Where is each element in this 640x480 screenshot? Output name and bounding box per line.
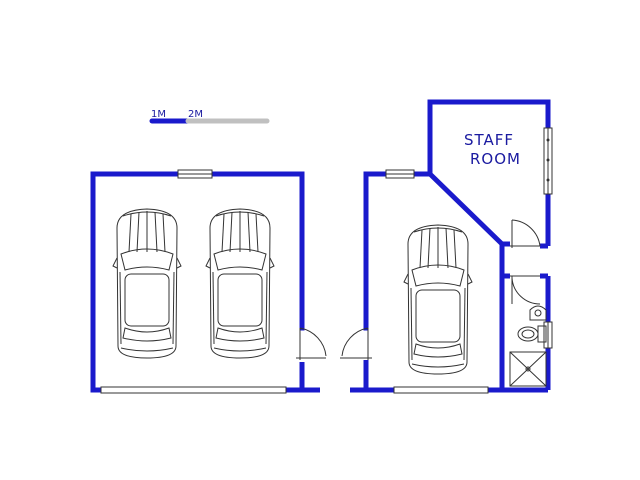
window-icon: [543, 321, 553, 349]
door-swing-icon: [296, 327, 327, 360]
door-swing-icon: [340, 327, 372, 360]
window-icon: [543, 127, 553, 195]
staff-room-label-line1: STAFF: [464, 131, 514, 149]
right-building: STAFF ROOM: [340, 99, 553, 394]
basin-icon: [529, 305, 547, 321]
window-icon: [385, 169, 415, 179]
shower-icon: [509, 351, 547, 387]
scale-label-1m: 1M: [151, 109, 166, 120]
left-garage-door: [100, 386, 287, 394]
door-swing-icon: [510, 219, 541, 248]
left-garage-walls: [90, 171, 305, 393]
staff-room-label-line2: ROOM: [470, 150, 521, 168]
car-icon: [205, 208, 275, 359]
left-garage: [90, 169, 327, 394]
door-swing-icon: [510, 275, 541, 305]
car-icon: [112, 208, 182, 359]
car-icon: [403, 224, 473, 375]
scale-label-2m: 2M: [188, 109, 203, 120]
scale-bar: 1M 2M: [149, 109, 270, 124]
right-garage-door: [393, 386, 489, 394]
staff-room-walls: [427, 99, 551, 177]
window-icon: [177, 169, 213, 179]
staff-room-diagonal-wall: [428, 172, 504, 246]
toilet-icon: [517, 325, 547, 343]
